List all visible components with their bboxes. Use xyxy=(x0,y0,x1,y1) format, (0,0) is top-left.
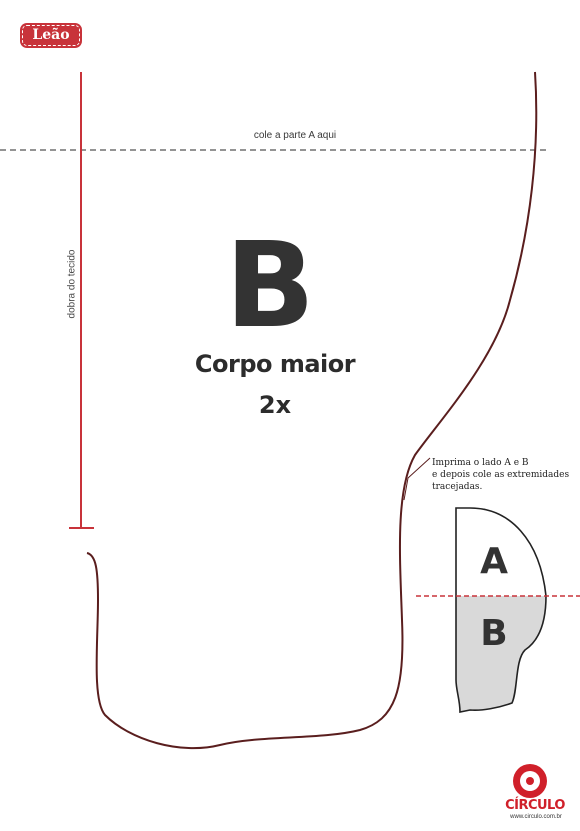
piece-letter: B xyxy=(225,216,315,354)
diagram-letter-b: B xyxy=(480,613,508,654)
diagram-part-b xyxy=(456,596,546,712)
assembly-diagram xyxy=(416,507,580,713)
badge-dashed-border xyxy=(22,25,80,46)
pattern-outline xyxy=(86,71,538,750)
brand-url: www.circulo.com.br xyxy=(510,814,562,820)
instructions-line-1: Imprima o lado A e B xyxy=(432,458,529,468)
brand-name: CÍRCULO xyxy=(505,798,565,813)
join-line-label: cole a parte A aqui xyxy=(253,130,337,141)
title-badge: Leão xyxy=(20,23,82,48)
instruction-pointer xyxy=(403,457,431,501)
instructions-line-2: e depois cole as extremidades xyxy=(432,470,570,480)
fold-label: dobra do tecido xyxy=(66,249,78,319)
diagram-letter-a: A xyxy=(480,541,508,582)
badge-label: Leão xyxy=(32,27,70,43)
instructions-line-3: tracejadas. xyxy=(432,482,483,492)
brand-logo: CÍRCULO www.circulo.com.br xyxy=(495,762,580,822)
diagram-outline xyxy=(455,507,547,713)
piece-quantity: 2x xyxy=(258,391,292,419)
instructions-text: Imprima o lado A e B e depois cole as ex… xyxy=(432,457,580,493)
logo-swirl-icon xyxy=(513,764,547,798)
piece-name: Corpo maior xyxy=(194,350,356,378)
